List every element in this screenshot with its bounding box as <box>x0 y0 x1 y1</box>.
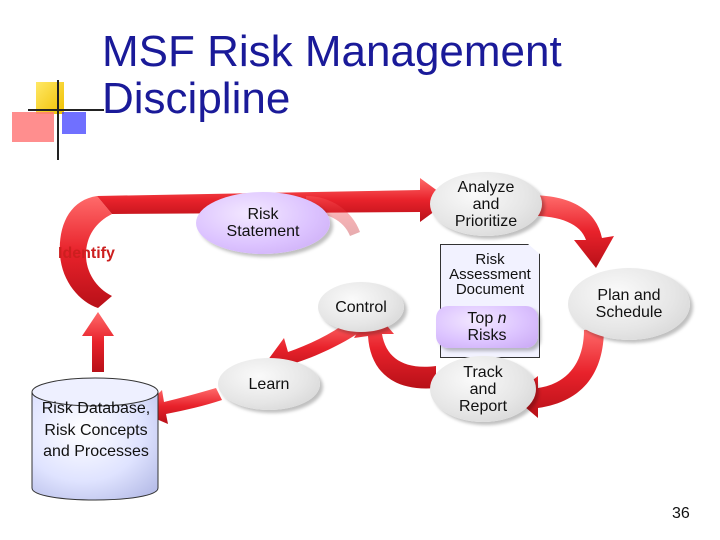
plan-node: Plan and Schedule <box>568 268 690 340</box>
analyze-label: Analyze and Prioritize <box>454 178 518 230</box>
top-n-suffix: Risks <box>467 327 507 344</box>
arrow-analyze-to-plan <box>520 195 614 268</box>
identify-ring <box>59 196 112 308</box>
learn-label: Learn <box>248 375 290 393</box>
top-n-prefix: Top <box>467 310 494 327</box>
control-label: Control <box>335 298 387 316</box>
title-line-2: Discipline <box>102 74 291 123</box>
top-n-variable: n <box>497 310 507 327</box>
risk-assessment-label: Risk Assessment Document <box>449 251 531 298</box>
risk-database-cylinder <box>31 377 159 501</box>
analyze-node: Analyze and Prioritize <box>430 172 542 236</box>
learn-node: Learn <box>218 358 320 410</box>
track-label: Track and Report <box>458 363 508 415</box>
risk-statement-label: Risk Statement <box>226 206 300 240</box>
arrow-plan-to-track <box>512 328 604 418</box>
arrow-learn-to-database <box>140 388 222 424</box>
plan-label: Plan and Schedule <box>595 287 663 321</box>
track-node: Track and Report <box>430 356 536 422</box>
page-number: 36 <box>672 505 690 522</box>
arrow-database-to-identify <box>82 312 114 372</box>
risk-database-label: Risk Database, Risk Concepts and Process… <box>41 400 151 460</box>
identify-label: Identify <box>58 245 115 262</box>
control-node: Control <box>318 282 404 332</box>
logo-squares <box>12 80 104 160</box>
slide-title: MSF Risk Management Discipline <box>102 28 562 122</box>
top-n-risks-node: Top n Risks <box>436 306 538 348</box>
risk-statement-node: Risk Statement <box>196 192 330 254</box>
title-line-1: MSF Risk Management <box>102 27 562 76</box>
